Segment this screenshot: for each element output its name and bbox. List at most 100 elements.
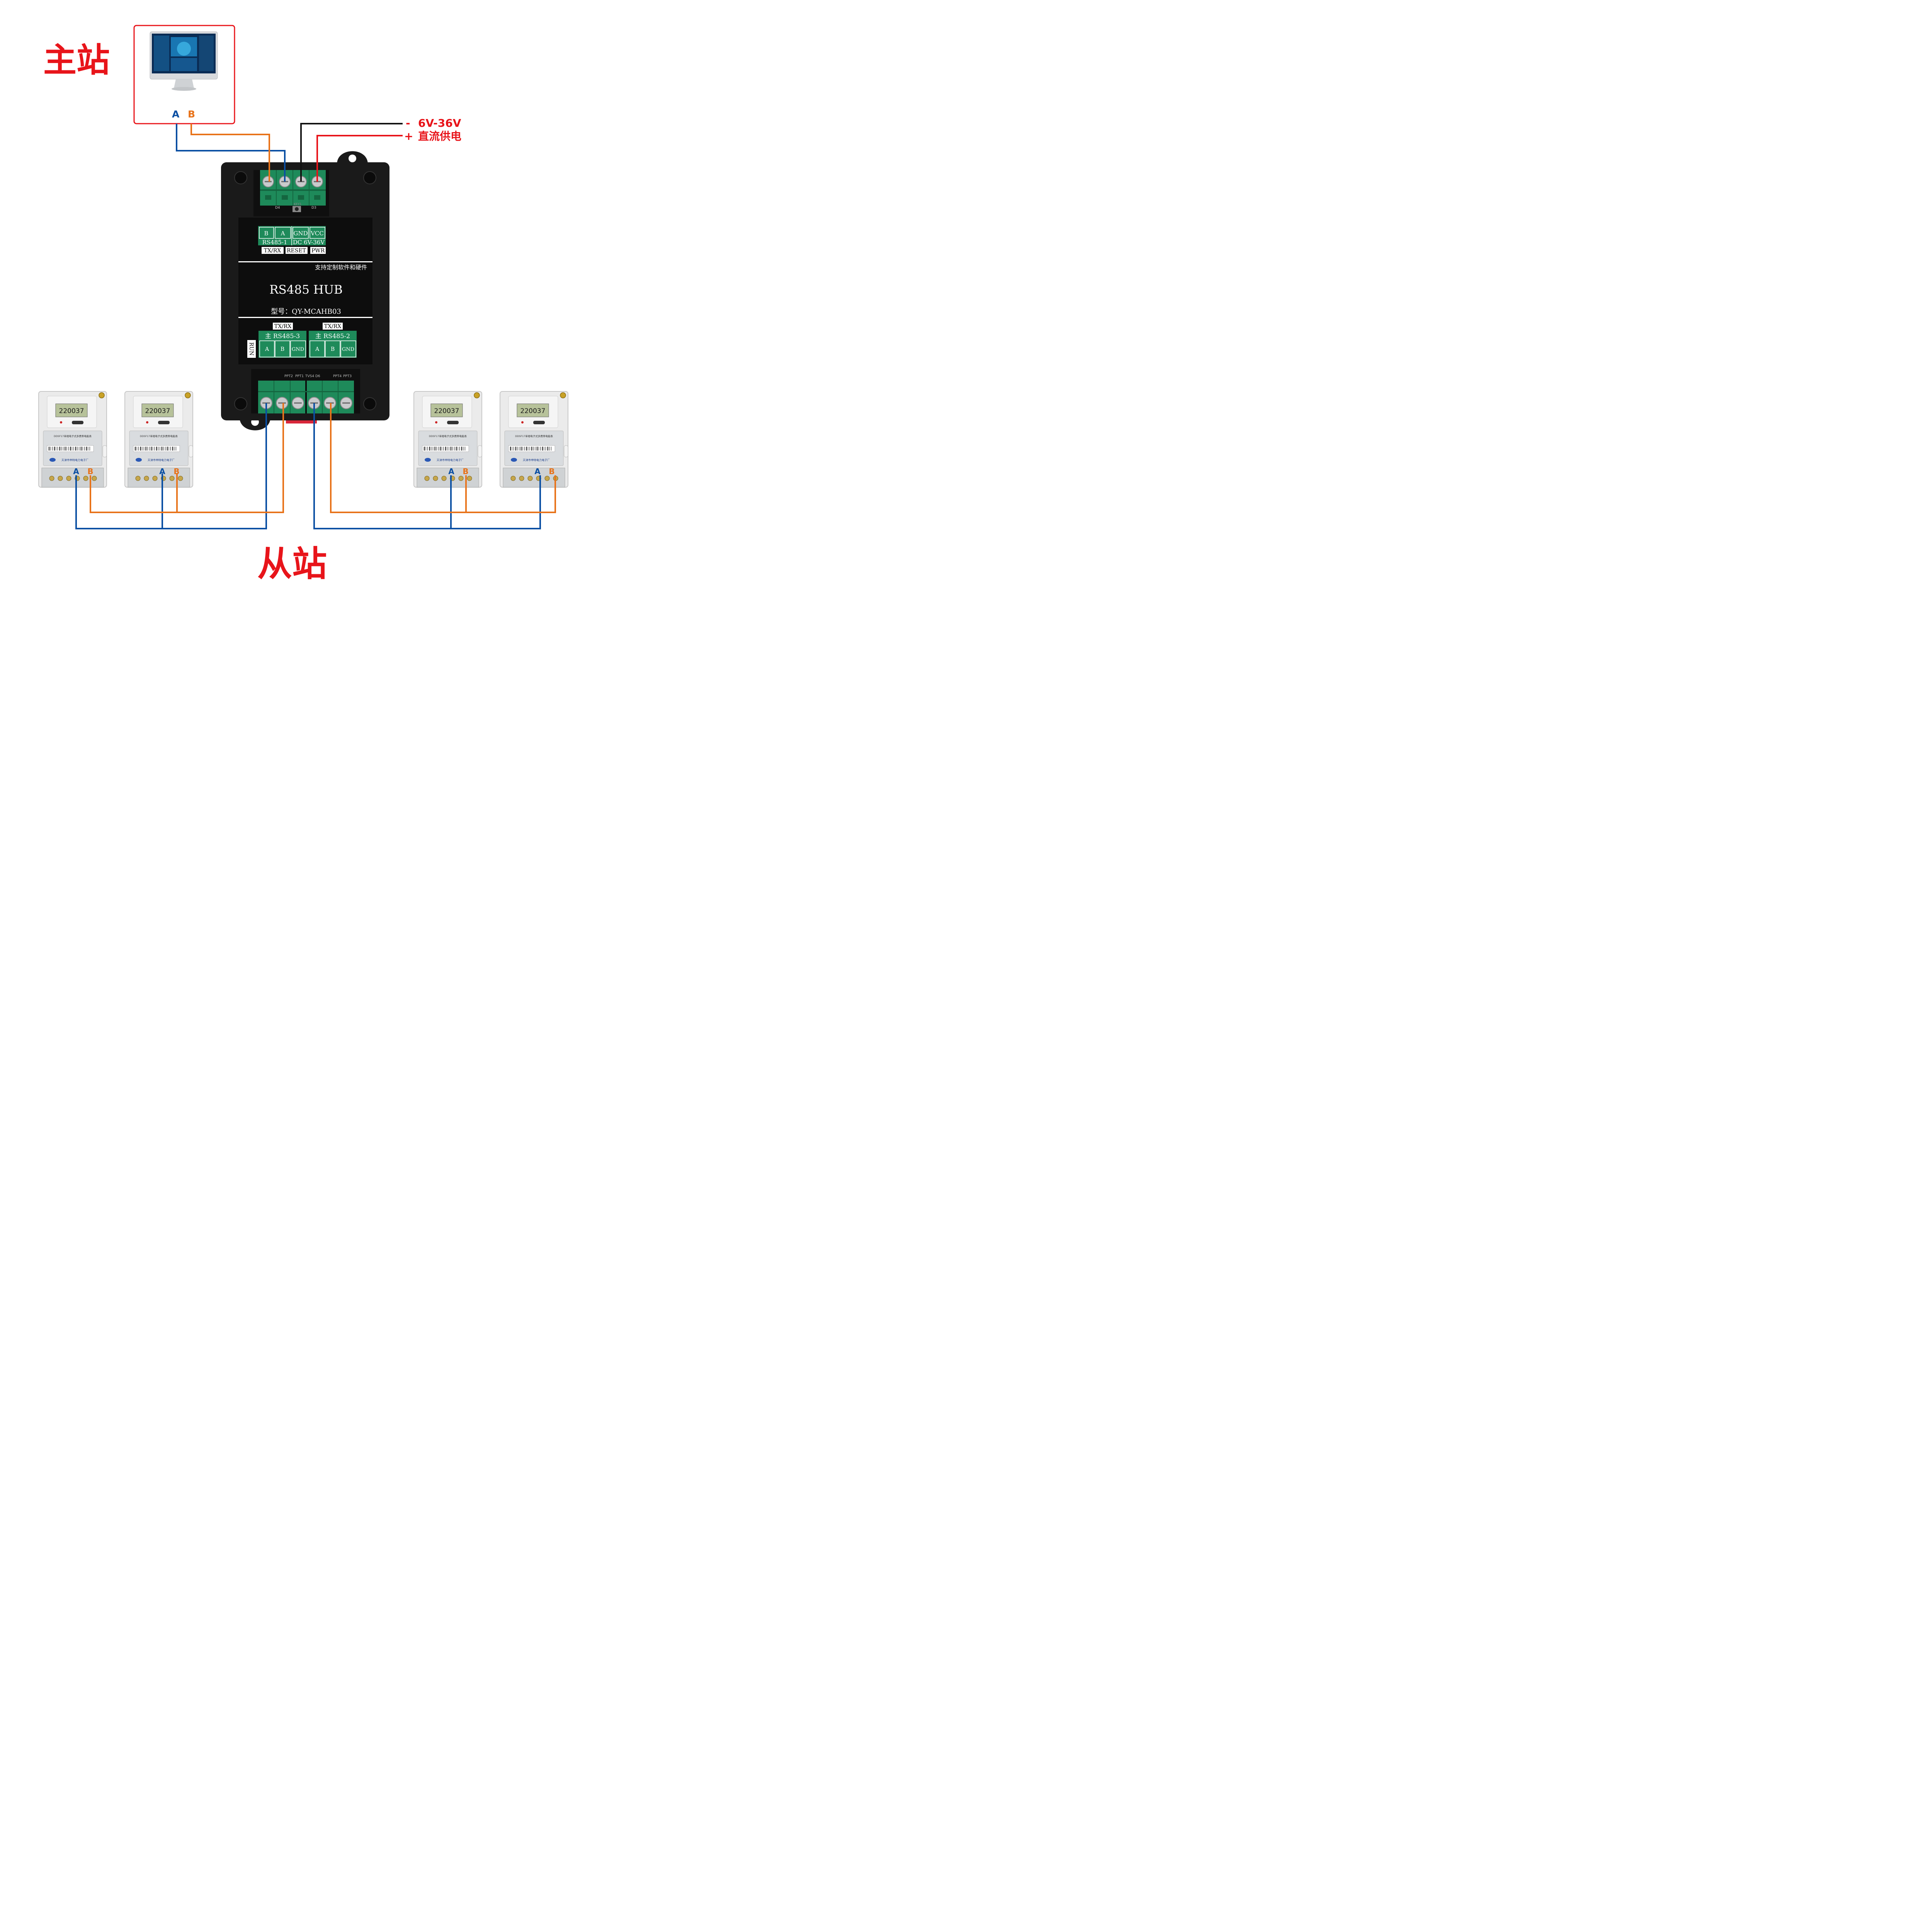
wiring-diagram: 主站 A B - 6V-36V + 直流供电 xyxy=(38,25,568,584)
power-description: 直流供电 xyxy=(418,130,461,143)
meter-pulse-led xyxy=(435,421,437,423)
meter-maker: 天津市申特电力电子厂 xyxy=(61,458,88,462)
product-name: RS485 HUB xyxy=(269,283,343,297)
meter-terminal-screw xyxy=(135,476,141,481)
meter-terminal-screw xyxy=(441,476,447,481)
port3-terminal-gnd: GND xyxy=(292,347,304,352)
terminal-label-vcc: VCC xyxy=(310,230,324,237)
mounting-hole-top xyxy=(349,155,356,162)
terminal-label-b: B xyxy=(264,230,268,237)
led-label-txrx: TX/RX xyxy=(264,248,281,254)
meter-button xyxy=(533,421,545,424)
led-label-reset: RESET xyxy=(287,248,306,254)
terminal-screw xyxy=(276,397,288,409)
meter-a-label: A xyxy=(159,467,165,476)
wire-port2-b xyxy=(330,403,556,513)
meter-logo-icon xyxy=(511,458,517,462)
meter-seal-screw xyxy=(474,392,480,398)
meter-pulse-led xyxy=(521,421,524,423)
power-plus-sign: + xyxy=(404,130,413,143)
meter-pulse-led xyxy=(60,421,62,423)
meter-reading: 220037 xyxy=(434,407,459,415)
led-label-txrx-port2: TX/RX xyxy=(324,323,342,330)
port-label-rs485-1: RS485-1 xyxy=(262,239,287,246)
meter-pulse-led xyxy=(146,421,148,423)
port3-label-block xyxy=(259,331,306,358)
pcb-label: PPT3 xyxy=(343,374,352,378)
meter-lcd xyxy=(55,403,88,417)
pcb-label: PPT1 xyxy=(295,374,304,378)
meter-seal-screw xyxy=(560,392,566,398)
pcb-label: PPT4 xyxy=(333,374,342,378)
meter-button xyxy=(158,421,170,424)
terminal-label-a: A xyxy=(281,230,285,237)
terminal-label-gnd: GND xyxy=(293,230,308,237)
reset-button-cap xyxy=(295,207,299,211)
meter-logo-icon xyxy=(425,458,431,462)
meter-button xyxy=(72,421,83,424)
meter-maker: 天津市申特电力电子厂 xyxy=(148,458,175,462)
meter-terminal-screw xyxy=(66,476,71,481)
meter-terminal-screw xyxy=(92,476,97,481)
wire-port3-a xyxy=(75,403,267,529)
meter-reading: 220037 xyxy=(145,407,170,415)
meter-side-clip xyxy=(478,445,482,457)
custom-support-note: 支持定制软件和硬件 xyxy=(315,264,367,271)
meter-terminal-screw xyxy=(152,476,158,481)
meter-seal-screw xyxy=(99,392,105,398)
meter-a-label: A xyxy=(534,467,541,476)
meter-logo-icon xyxy=(136,458,142,462)
meter-reading: 220037 xyxy=(520,407,546,415)
meter-terminal-screw xyxy=(458,476,464,481)
power-input-label: DC 6V-36V xyxy=(293,239,325,246)
meter-logo-icon xyxy=(49,458,56,462)
meter-lcd xyxy=(430,403,463,417)
port-label-rs485-2: 主 RS485-2 xyxy=(315,332,350,340)
meter-terminal-screw xyxy=(169,476,175,481)
meter-terminal-screw xyxy=(49,476,54,481)
pcb-label: KEY1 xyxy=(294,202,301,206)
port2-terminal-a: A xyxy=(315,346,320,352)
terminal-screw xyxy=(340,397,352,409)
terminal-screw xyxy=(292,397,304,409)
wire-power-negative xyxy=(300,123,403,182)
meter-seal-screw xyxy=(185,392,191,398)
meter-lcd xyxy=(141,403,174,417)
meter-model: DDSF17单相电子式多费率电能表 xyxy=(140,434,178,438)
wire-master-a xyxy=(176,124,286,182)
meter-terminal-screw xyxy=(519,476,524,481)
port2-label-block xyxy=(309,331,357,358)
wire-port2-a xyxy=(313,403,541,529)
pcb-label: TVS4 xyxy=(305,374,314,378)
led-label-pwr: PWR xyxy=(311,248,325,254)
meter-b-label: B xyxy=(173,467,179,476)
port2-terminal-b: B xyxy=(331,346,335,352)
bottom-pcb-labels: PPT2 PPT1 TVS4 D6 PPT4 PPT3 xyxy=(284,374,352,378)
terminal-screw xyxy=(262,176,274,187)
meter-b-label: B xyxy=(549,467,554,476)
screw-hole xyxy=(234,171,247,184)
meter-lcd xyxy=(517,403,549,417)
pcb-label: D6 xyxy=(315,374,320,378)
master-station-title: 主站 xyxy=(43,41,110,80)
power-voltage: 6V-36V xyxy=(418,117,461,129)
meter-terminal-screw xyxy=(424,476,430,481)
desktop-computer-icon xyxy=(150,31,218,91)
meter-a-label: A xyxy=(448,467,454,476)
pcb-label: PPT2 xyxy=(284,374,293,378)
meter-model: DDSF17单相电子式多费率电能表 xyxy=(429,434,467,438)
meter-terminal-screw xyxy=(83,476,88,481)
meter-b-label: B xyxy=(463,467,468,476)
meter-terminal-screw xyxy=(144,476,149,481)
divider-line xyxy=(238,317,372,318)
led-label-run: RUN xyxy=(248,342,254,356)
meter-terminal-screw xyxy=(544,476,550,481)
meter-button xyxy=(447,421,459,424)
rs485-hub-device: D4 KEY1 D3 B A GND VCC RS485-1 DC 6V-36V… xyxy=(221,151,389,430)
wire-power-positive xyxy=(316,135,403,182)
